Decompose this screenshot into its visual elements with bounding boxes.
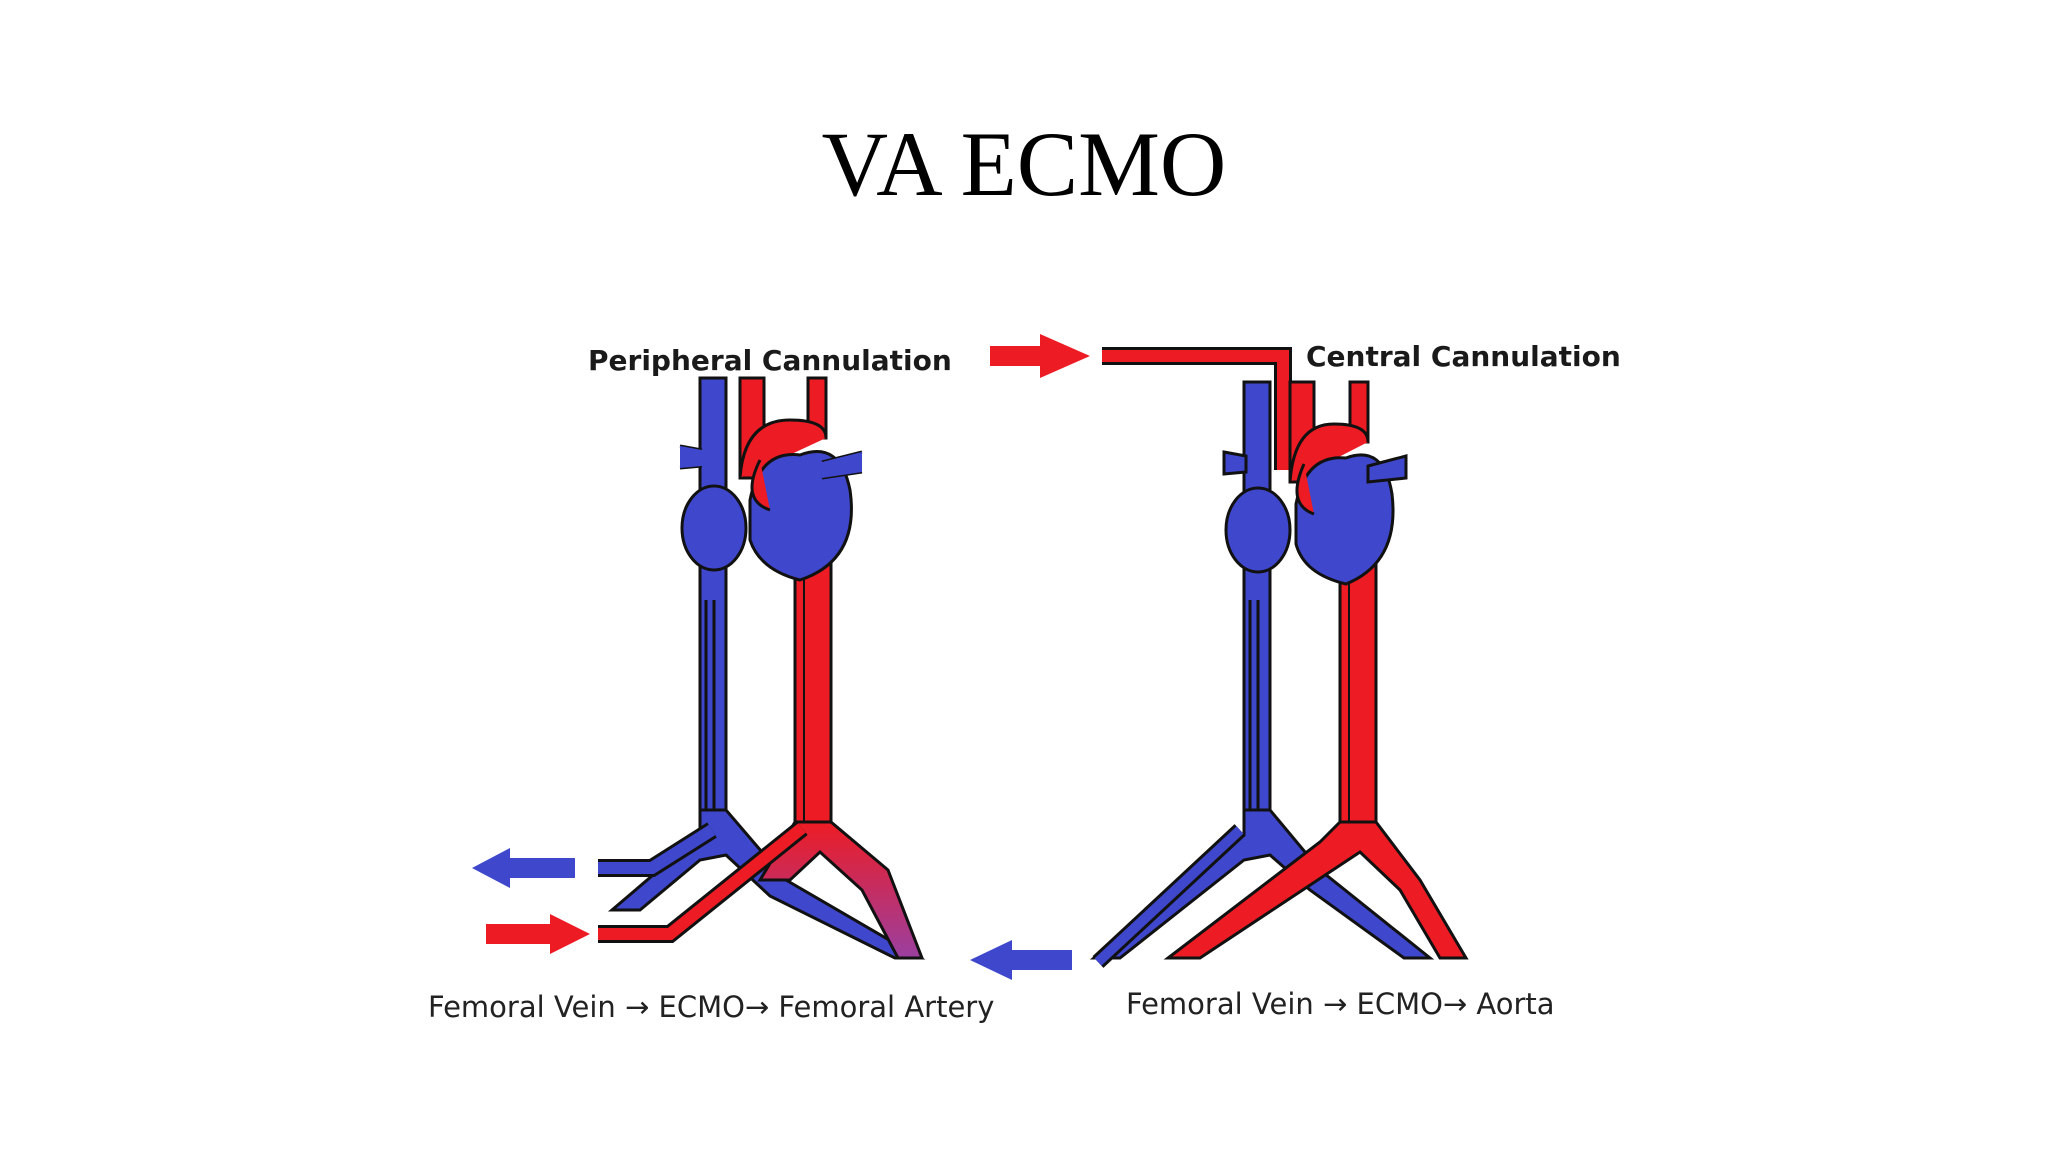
central-title: Central Cannulation [1306,340,1621,373]
peripheral-aorta [738,376,925,960]
central-venous-cannula [1092,824,1246,968]
central-outflow-arrow [970,940,1072,980]
peripheral-caption: Femoral Vein → ECMO→ Femoral Artery [428,990,994,1024]
peripheral-panel: Peripheral Cannulation [428,344,994,1024]
central-heart [1294,453,1408,586]
peripheral-arterial-cannula [598,820,808,943]
central-panel: Central Cannulation [970,334,1621,1021]
peripheral-heart [748,450,863,582]
peripheral-inflow-arrow [486,914,590,954]
peripheral-title: Peripheral Cannulation [588,344,952,377]
peripheral-outflow-arrow [472,848,575,888]
central-aortic-cannula [1102,347,1292,470]
slide-title: VA ECMO [821,113,1227,215]
peripheral-venous-cannula [598,822,717,877]
central-inflow-arrow [990,334,1090,378]
central-caption: Femoral Vein → ECMO→ Aorta [1126,987,1555,1021]
